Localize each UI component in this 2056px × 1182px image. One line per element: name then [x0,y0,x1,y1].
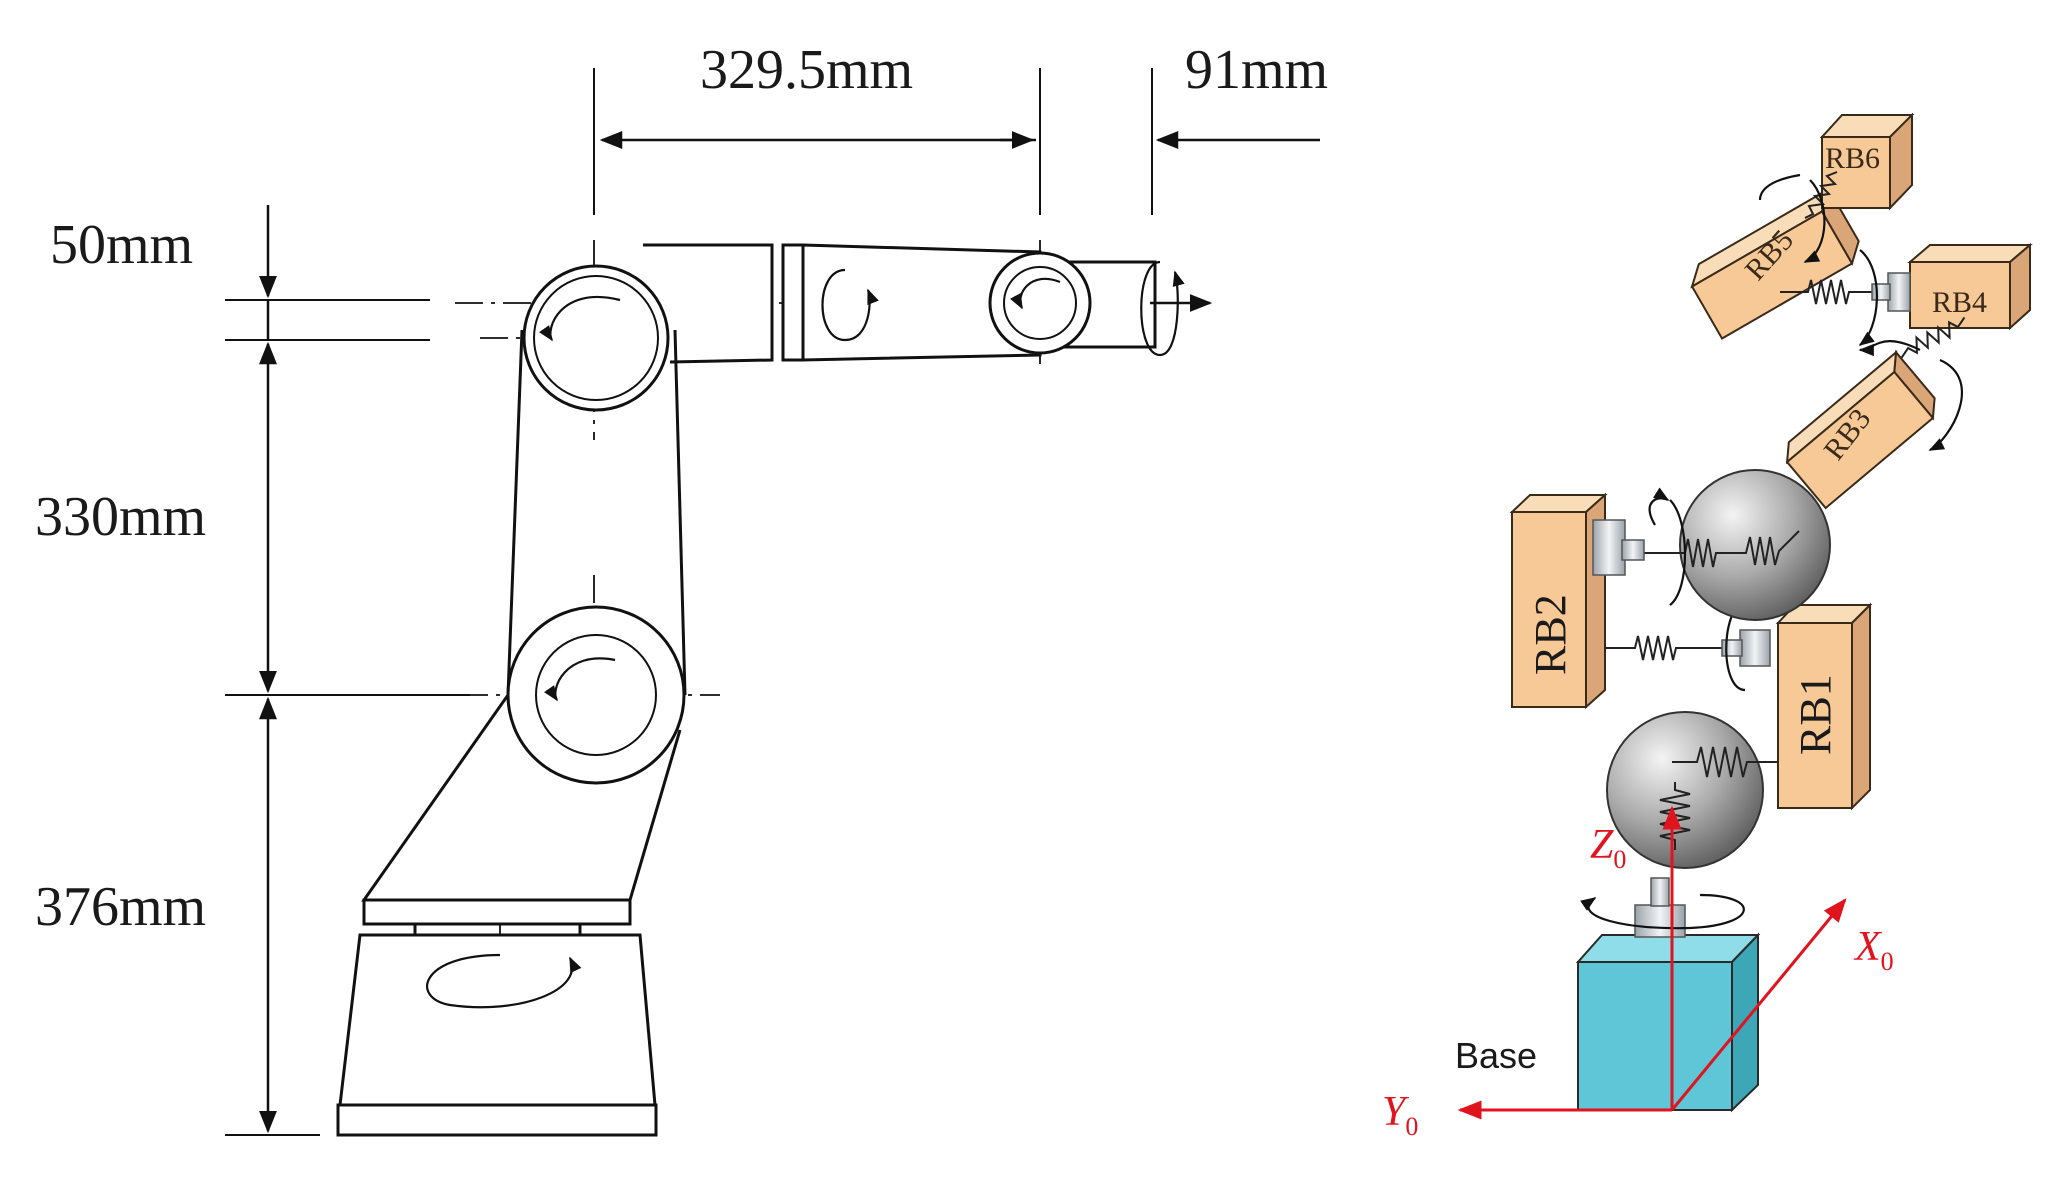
y-axis-label: Y0 [1382,1089,1418,1141]
base-block [1575,932,1761,1113]
rb6-rotation-arrow [1758,173,1826,262]
base-joint-pin [1650,877,1670,907]
rb2-joint-pin [1621,539,1645,561]
rb6-label: RB6 [1825,142,1880,175]
elbow-joint [506,605,686,785]
rb4-joint-pin [1871,283,1891,301]
rb2-joint-cylinder [1592,519,1626,576]
rb1-block [1775,602,1873,811]
wrist-joint-inner [1003,266,1077,340]
rb1-label: RB1 [1791,674,1840,755]
robot-arm-schematic [225,68,1320,1137]
spring-sphere-2 [1625,530,1800,568]
rb3-rotation-arrow [1858,340,1921,357]
rotation-arrow-forearm [821,268,879,342]
rb4-rotation-arrow [1928,358,1963,451]
z-axis-label: Z0 [1590,822,1626,874]
rb4-block [1907,242,2033,331]
spring-rb5-rb4 [1780,279,1879,305]
shoulder-joint [522,264,670,412]
spring-rb6 [1804,171,1838,219]
rb5-block [1690,186,1860,340]
rb4-label: RB4 [1932,286,1987,319]
spring-rb2-rb1 [1605,635,1726,661]
rb1-joint-cylinder [1739,629,1771,667]
rigid-body-model: RB1 RB2 RB3 RB4 [1382,112,2033,1141]
forearm-collar [781,243,805,362]
rotation-arrow-wrist [1010,277,1061,310]
rb3-block [1785,349,1936,510]
rotation-arrow-shoulder [539,295,621,342]
base-label: Base [1455,1035,1537,1076]
rotation-arrow-tool [1140,260,1185,357]
base-rotation-arrow [1580,893,1745,930]
rb2-rotation-arrow [1648,498,1687,606]
base-foot [336,1103,658,1137]
rb2-label: RB2 [1526,594,1575,675]
base-plate-top [362,898,632,926]
x-axis [1670,898,1847,1111]
x-axis-label: X0 [1853,924,1894,976]
dim-label-shoulder-offset: 50mm [50,214,193,276]
base-joint-cylinder [1634,904,1686,938]
rb2-block [1509,492,1608,710]
spring-rb4-diagonal [1900,316,1966,359]
joint-sphere-2 [1679,469,1831,621]
dim-label-base-height: 376mm [35,876,206,938]
spring-horizontal-1 [1672,746,1777,778]
base-body [338,933,657,1107]
rb5-rotation-arrow [1858,249,1879,346]
dim-label-wrist-offset: 91mm [1185,39,1328,101]
elbow-joint-inner [535,634,657,756]
rb6-block [1819,112,1915,211]
joint-sphere-1 [1606,711,1764,869]
rotation-arrow-elbow [544,657,616,702]
shoulder-joint-inner [533,275,659,401]
dim-label-forearm: 330mm [35,486,206,548]
dim-label-upper-arm: 329.5mm [700,39,913,101]
rotation-arrow-base [426,953,582,1009]
vertical-link [506,329,687,696]
rb1-joint-pin [1721,639,1743,657]
rb4-joint-cylinder [1887,272,1911,312]
